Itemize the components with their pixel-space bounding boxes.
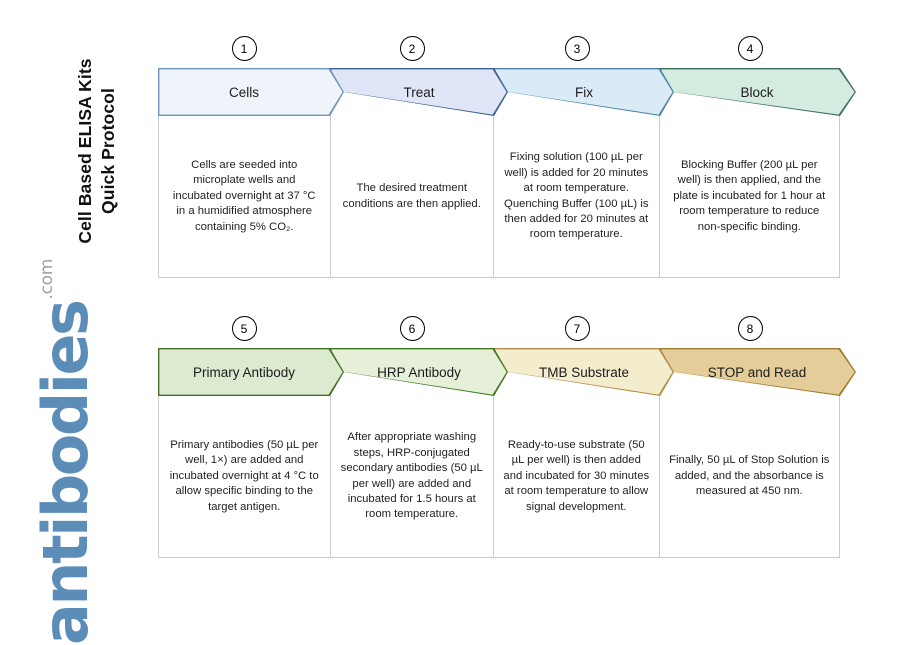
brand-logo: antibodies .com [0, 259, 150, 645]
step-chevron-3[interactable]: Fix [494, 68, 674, 116]
step-chevron-4[interactable]: Block [660, 68, 856, 116]
step-number-circle-8: 8 [737, 316, 763, 341]
step-number-text-7: 7 [573, 321, 581, 336]
step-chevron-fill-2 [331, 69, 507, 115]
step-chevron-fill-4 [661, 69, 855, 115]
step-description-text-5: Primary antibodies (50 µL per well, 1×) … [169, 438, 319, 513]
step-number-circle-1: 1 [231, 36, 257, 61]
page-title: Cell Based ELISA Kits Quick Protocol [0, 0, 150, 300]
step-chevron-fill-7 [495, 349, 673, 395]
step-chevron-2[interactable]: Treat [330, 68, 508, 116]
step-number-text-6: 6 [408, 321, 416, 336]
step-chevron-fill-5 [159, 349, 343, 395]
description-band-row-2: Primary antibodies (50 µL per well, 1×) … [158, 396, 840, 558]
step-chevron-6[interactable]: HRP Antibody [330, 348, 508, 396]
step-description-cell-3: Fixing solution (100 µL per well) is add… [494, 116, 660, 277]
page-title-line-1: Cell Based ELISA Kits [75, 58, 95, 244]
description-band-row-1: Cells are seeded into microplate wells a… [158, 116, 840, 278]
step-number-circle-3: 3 [564, 36, 590, 61]
step-chevron-fill-1 [159, 69, 343, 115]
step-chevron-fill-8 [661, 349, 855, 395]
step-number-circle-6: 6 [399, 316, 425, 341]
step-chevron-7[interactable]: TMB Substrate [494, 348, 674, 396]
step-number-circle-5: 5 [231, 316, 257, 341]
step-description-text-3: Fixing solution (100 µL per well) is add… [504, 151, 649, 241]
step-description-cell-1: Cells are seeded into microplate wells a… [159, 116, 331, 277]
step-description-cell-6: After appropriate washing steps, HRP-con… [331, 396, 495, 557]
step-chevron-8[interactable]: STOP and Read [660, 348, 856, 396]
step-description-cell-5: Primary antibodies (50 µL per well, 1×) … [159, 396, 331, 557]
step-number-text-1: 1 [240, 41, 248, 56]
step-description-cell-4: Blocking Buffer (200 µL per well) is the… [660, 116, 839, 277]
step-description-text-4: Blocking Buffer (200 µL per well) is the… [673, 158, 826, 233]
step-description-text-2: The desired treatment conditions are the… [342, 182, 481, 210]
step-description-text-8: Finally, 50 µL of Stop Solution is added… [669, 454, 830, 498]
step-number-circle-7: 7 [564, 316, 590, 341]
step-chevron-fill-3 [495, 69, 673, 115]
step-number-text-3: 3 [573, 41, 581, 56]
step-number-text-2: 2 [408, 41, 416, 56]
step-chevron-1[interactable]: Cells [158, 68, 344, 116]
step-description-cell-2: The desired treatment conditions are the… [331, 116, 495, 277]
step-description-cell-7: Ready-to-use substrate (50 µL per well) … [494, 396, 660, 557]
step-description-text-7: Ready-to-use substrate (50 µL per well) … [503, 438, 650, 513]
step-number-band-row-1: 1 2 3 4 [158, 36, 848, 64]
step-chevron-fill-6 [331, 349, 507, 395]
step-number-circle-4: 4 [737, 36, 763, 61]
brand-logo-word: antibodies [29, 301, 102, 645]
brand-logo-tld: .com [37, 259, 57, 300]
step-description-cell-8: Finally, 50 µL of Stop Solution is added… [660, 396, 839, 557]
step-chevron-5[interactable]: Primary Antibody [158, 348, 344, 396]
step-description-text-6: After appropriate washing steps, HRP-con… [340, 431, 483, 521]
step-number-text-4: 4 [746, 41, 754, 56]
step-number-text-8: 8 [746, 321, 754, 336]
step-number-circle-2: 2 [399, 36, 425, 61]
step-description-text-1: Cells are seeded into microplate wells a… [172, 158, 316, 233]
page-title-line-2: Quick Protocol [98, 88, 118, 214]
step-number-text-5: 5 [240, 321, 248, 336]
step-number-band-row-2: 5 6 7 8 [158, 316, 848, 344]
